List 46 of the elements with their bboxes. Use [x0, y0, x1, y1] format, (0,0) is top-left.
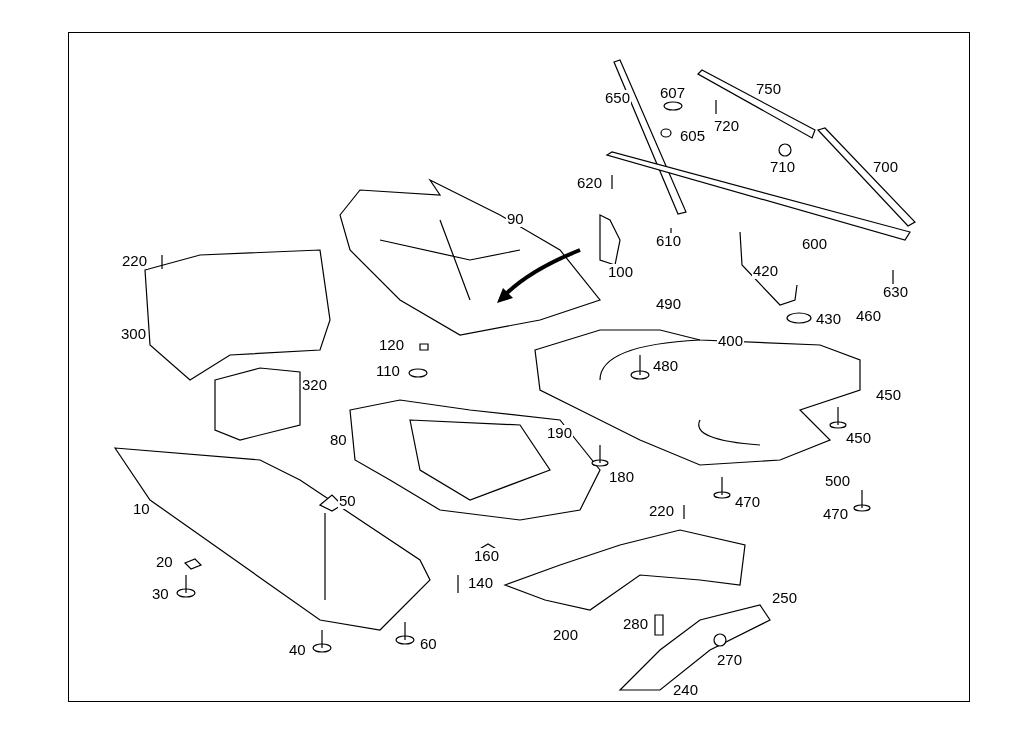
callout-number: 100 [607, 264, 635, 280]
callout-number: 720 [713, 118, 741, 134]
callout-number: 30 [151, 586, 170, 602]
callout-number: 200 [552, 627, 580, 643]
callout-number: 220 [121, 253, 149, 269]
callout-number: 300 [120, 326, 148, 342]
callout-number: 620 [576, 175, 604, 191]
callout-number: 10 [132, 501, 151, 517]
callout-number: 240 [672, 682, 700, 698]
callout-number: 630 [882, 284, 910, 300]
callout-number: 180 [608, 469, 636, 485]
callout-number: 470 [822, 506, 850, 522]
callout-number: 190 [546, 425, 574, 441]
callout-number: 610 [655, 233, 683, 249]
callout-number: 700 [872, 159, 900, 175]
callout-number: 40 [288, 642, 307, 658]
callout-number: 80 [329, 432, 348, 448]
callout-number: 20 [155, 554, 174, 570]
callout-number: 220 [648, 503, 676, 519]
callout-number: 470 [734, 494, 762, 510]
callout-number: 607 [659, 85, 687, 101]
callout-number: 280 [622, 616, 650, 632]
callout-number: 250 [771, 590, 799, 606]
callout-number: 50 [338, 493, 357, 509]
callout-number: 650 [604, 90, 632, 106]
callout-number: 605 [679, 128, 707, 144]
callout-number: 450 [845, 430, 873, 446]
callout-number: 430 [815, 311, 843, 327]
callout-number: 140 [467, 575, 495, 591]
callout-number: 460 [855, 308, 883, 324]
callout-number: 90 [506, 211, 525, 227]
callout-number: 450 [875, 387, 903, 403]
callout-number: 320 [301, 377, 329, 393]
callout-number: 420 [752, 263, 780, 279]
callout-number: 490 [655, 296, 683, 312]
callout-number: 270 [716, 652, 744, 668]
callout-number: 600 [801, 236, 829, 252]
callout-number: 480 [652, 358, 680, 374]
callout-number: 160 [473, 548, 501, 564]
callout-number: 400 [717, 333, 745, 349]
callout-number: 750 [755, 81, 783, 97]
callout-number: 500 [824, 473, 852, 489]
callout-number: 110 [375, 363, 401, 379]
callout-number: 120 [378, 337, 406, 353]
callout-number: 710 [769, 159, 797, 175]
callout-number: 60 [419, 636, 438, 652]
